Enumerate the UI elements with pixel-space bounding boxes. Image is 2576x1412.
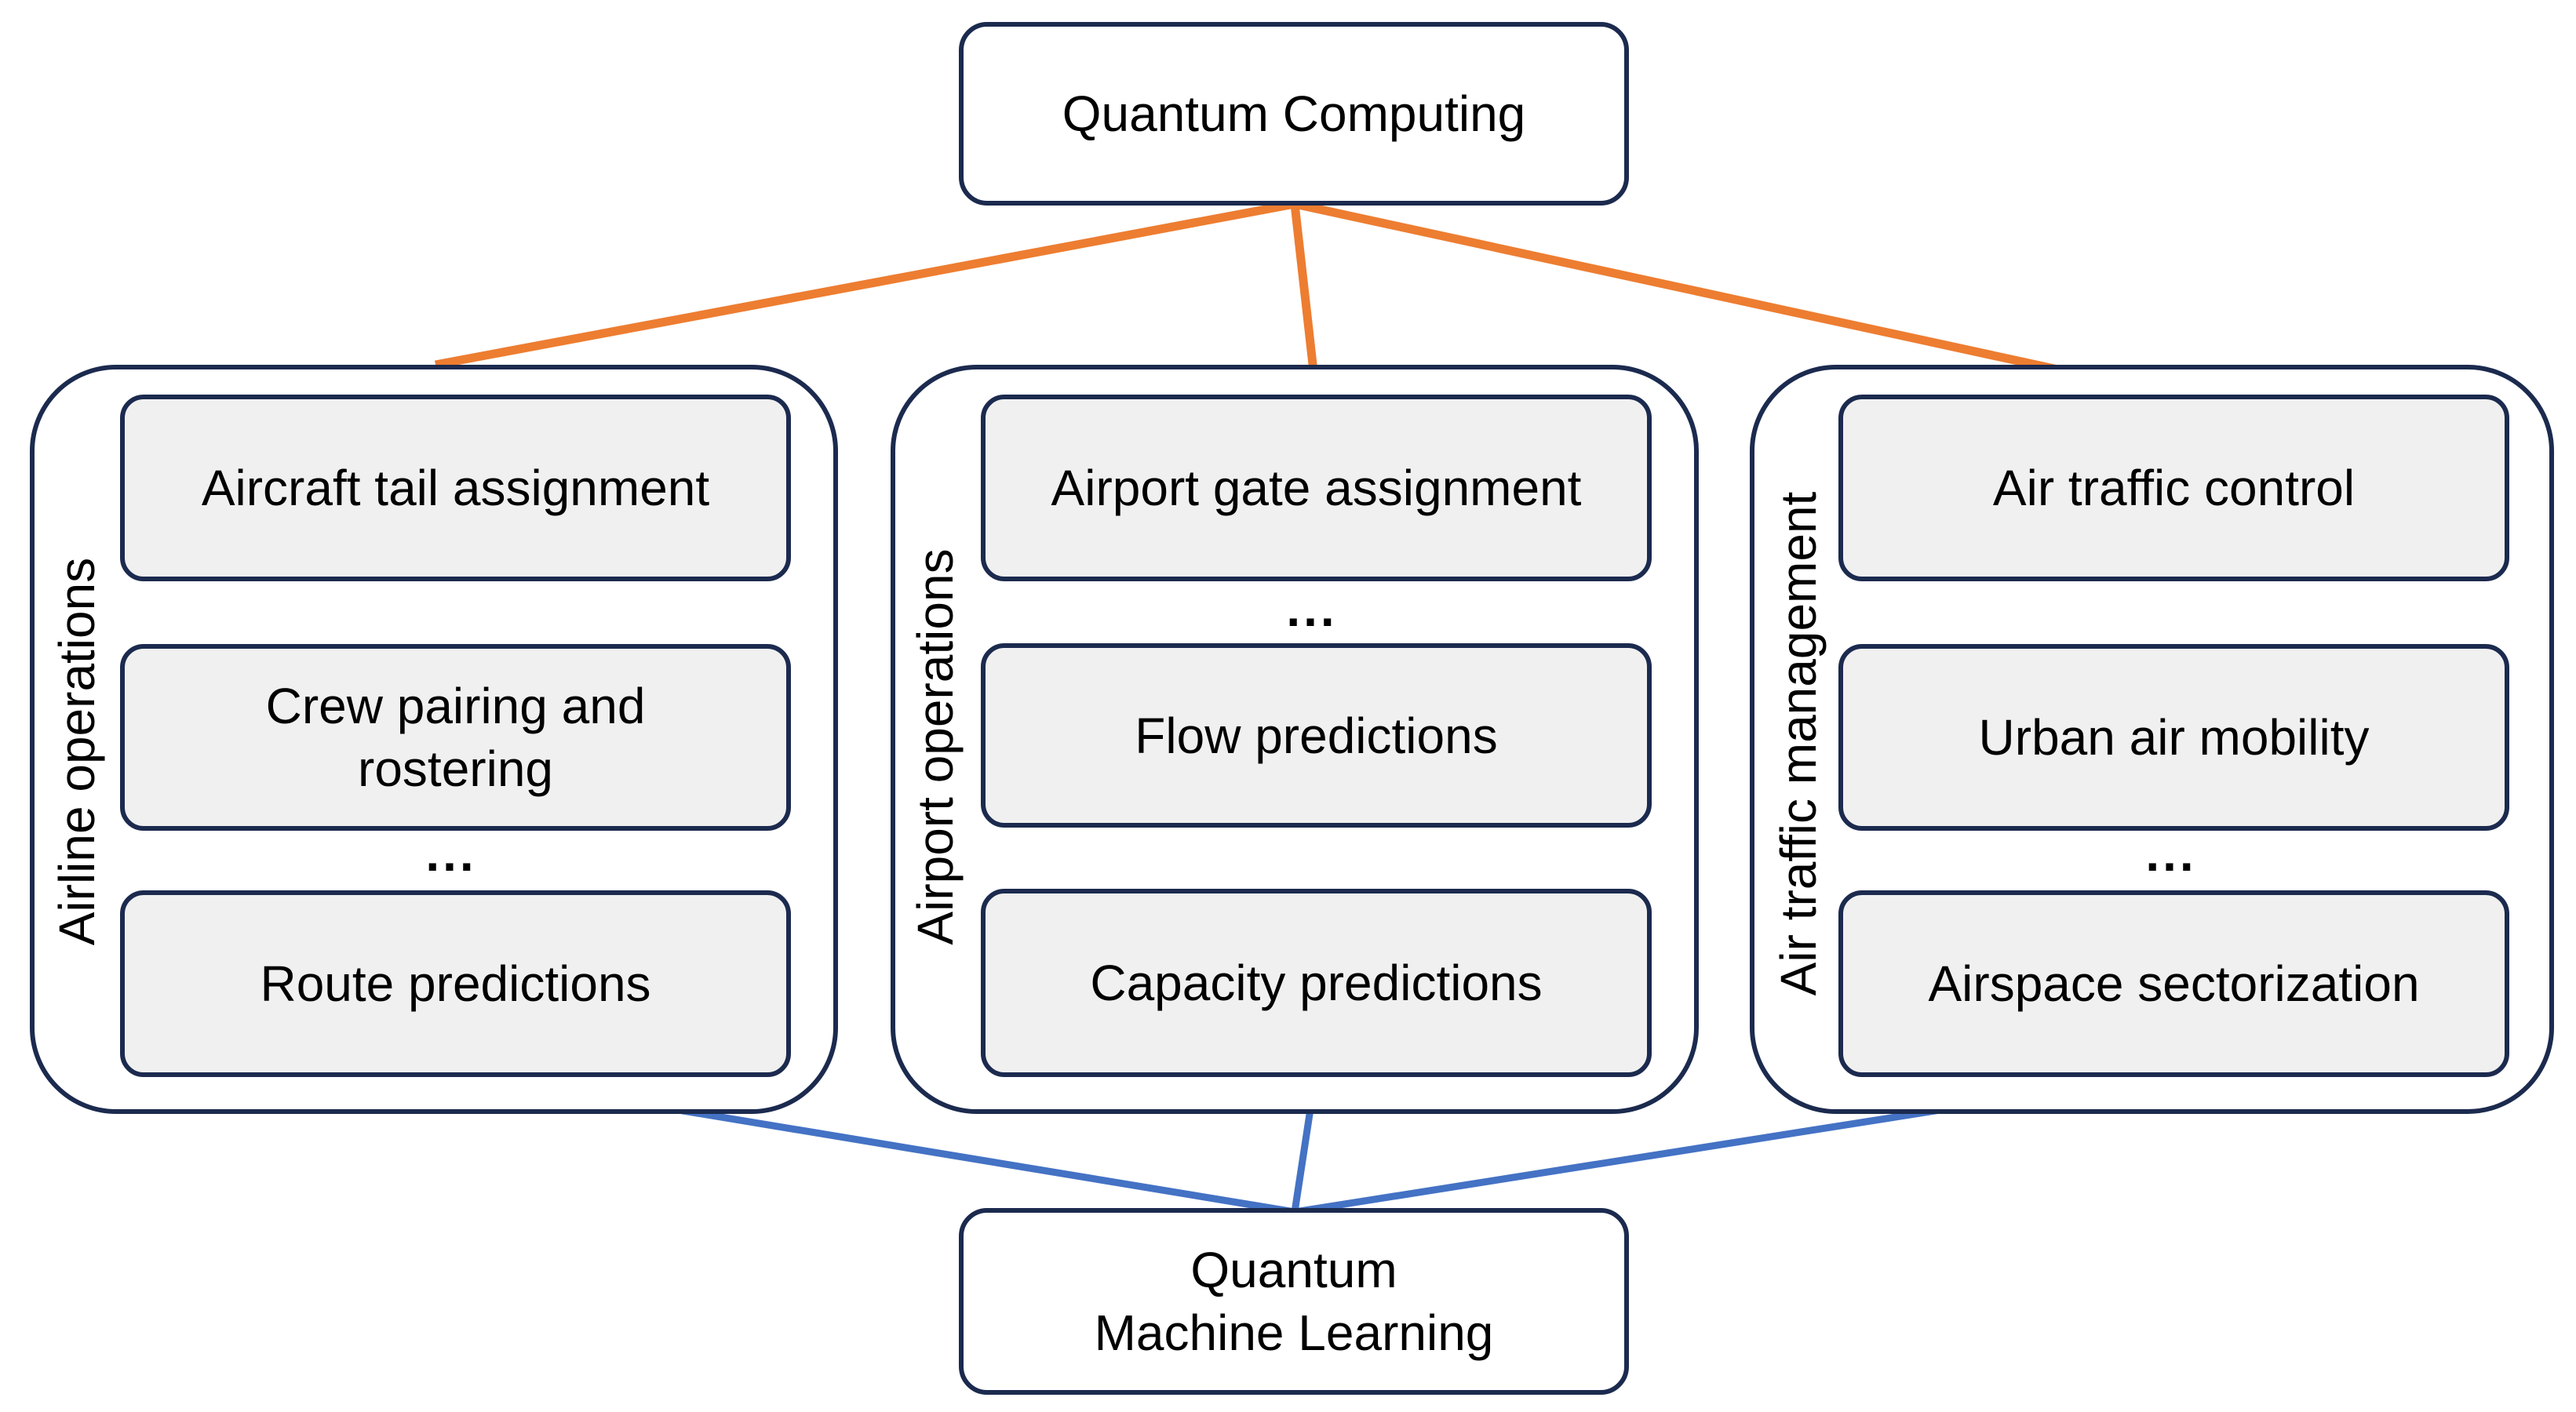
item-capacity-predictions: Capacity predictions: [981, 889, 1652, 1077]
quantum-computing-label: Quantum Computing: [1062, 86, 1526, 142]
group-label-air-traffic-management: Air traffic management: [1770, 491, 1827, 996]
item-urban-air-mobility: Urban air mobility: [1838, 644, 2509, 831]
item-airspace-sectorization: Airspace sectorization: [1838, 890, 2509, 1077]
quantum-machine-learning-node: Quantum Machine Learning: [959, 1208, 1629, 1395]
qc-link-airline: [434, 199, 1296, 369]
quantum-computing-node: Quantum Computing: [959, 22, 1629, 206]
item-crew-pairing-rostering: Crew pairing and rostering: [120, 644, 791, 831]
item-flow-predictions: Flow predictions: [981, 643, 1652, 828]
group-label-airport-operations: Airport operations: [907, 548, 964, 945]
item-air-traffic-control: Air traffic control: [1838, 395, 2509, 581]
qml-label-line2: Machine Learning: [1094, 1305, 1494, 1361]
group-label-airline-operations: Airline operations: [49, 557, 105, 946]
ellipsis-airline: ...: [425, 825, 477, 882]
item-route-predictions: Route predictions: [120, 890, 791, 1077]
item-airport-gate-assignment: Airport gate assignment: [981, 395, 1652, 581]
item-aircraft-tail-assignment: Aircraft tail assignment: [120, 395, 791, 581]
qc-link-airport: [1290, 203, 1321, 393]
qml-label-line1: Quantum: [1190, 1242, 1397, 1298]
qc-link-atm: [1293, 199, 2175, 399]
ellipsis-atm: ...: [2145, 825, 2197, 882]
ellipsis-airport: ...: [1286, 580, 1338, 637]
